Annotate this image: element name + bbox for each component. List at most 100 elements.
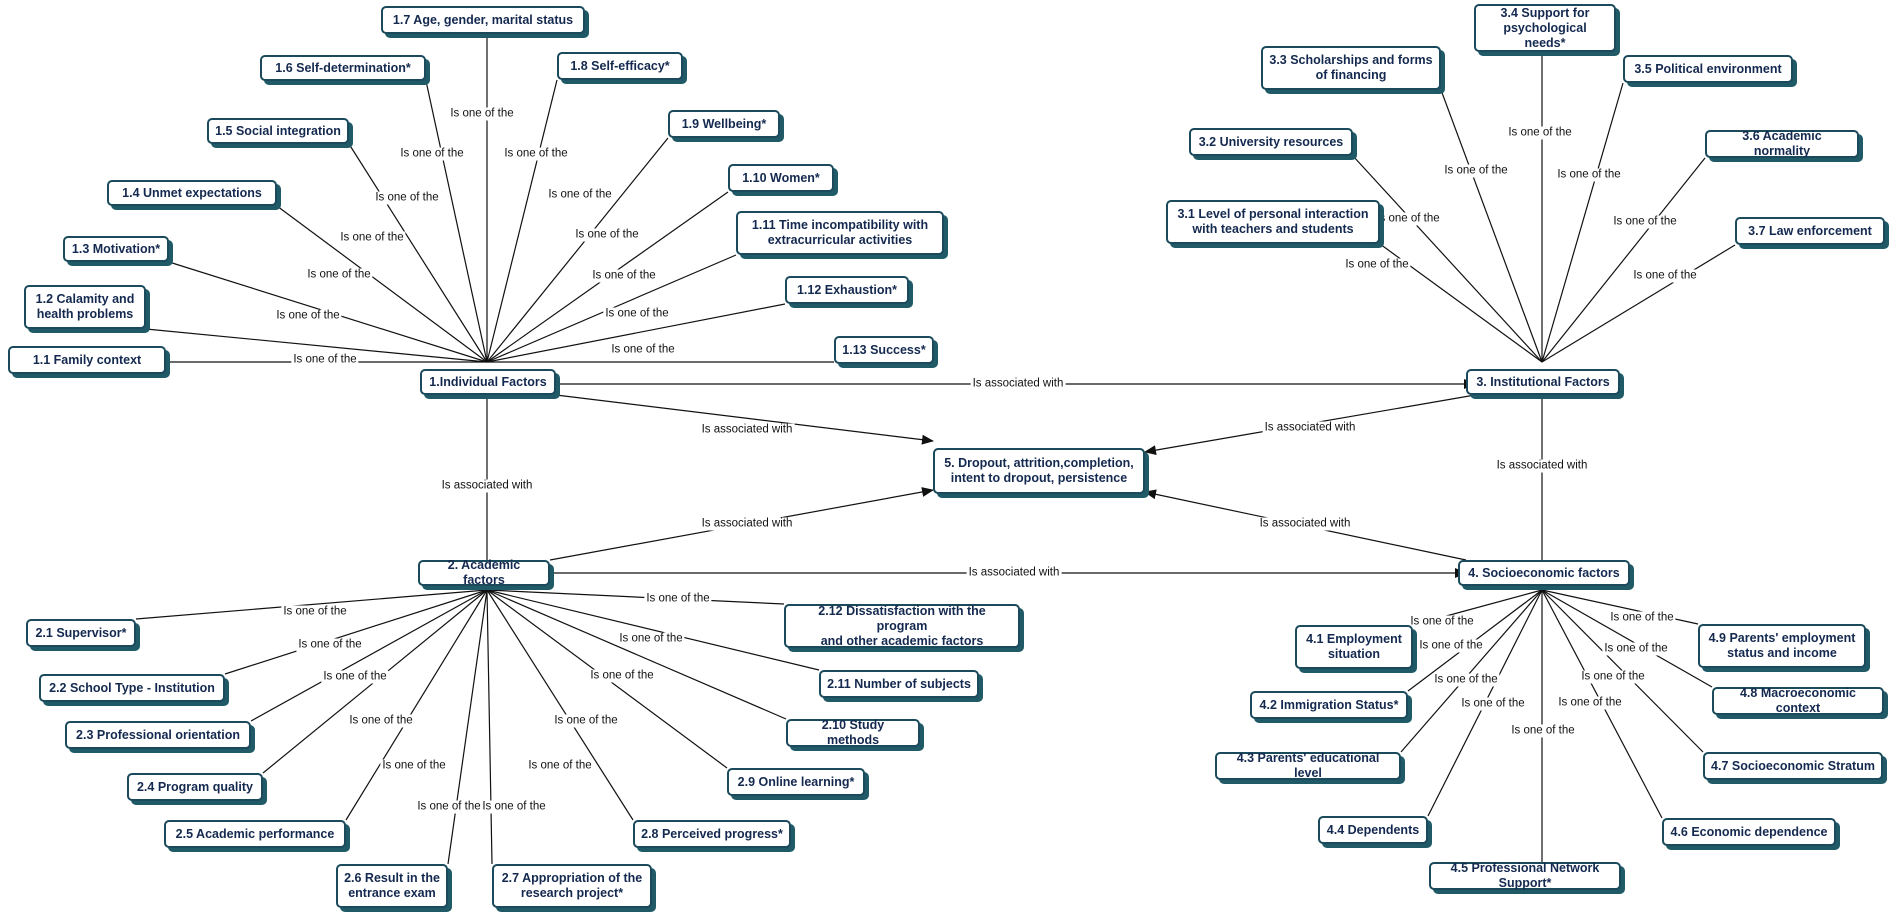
academic-edge-label-4: Is one of the xyxy=(347,714,415,728)
outcome-node[interactable]: 5. Dropout, attrition,completion, intent… xyxy=(933,448,1145,494)
individual-edge-label-6: Is one of the xyxy=(398,147,466,161)
socioeconomic-edge-label-2: Is one of the xyxy=(1417,639,1485,653)
institutional-edge-label-7: Is one of the xyxy=(1631,269,1699,283)
individual-item-7[interactable]: 1.7 Age, gender, marital status xyxy=(381,6,585,34)
academic-item-6[interactable]: 2.6 Result in the entrance exam xyxy=(336,864,448,908)
socioeconomic-item-6[interactable]: 4.6 Economic dependence xyxy=(1662,818,1836,846)
academic-factors-node[interactable]: 2. Academic factors xyxy=(418,558,550,587)
institutional-item-6[interactable]: 3.6 Academic normality xyxy=(1705,129,1859,158)
academic-to-outcome-label: Is associated with xyxy=(699,517,795,531)
academic-item-11[interactable]: 2.11 Number of subjects xyxy=(819,670,979,698)
socioeconomic-edge-label-6: Is one of the xyxy=(1556,696,1624,710)
institutional-item-5[interactable]: 3.5 Political environment xyxy=(1623,55,1793,83)
individual-edge-2 xyxy=(145,328,488,363)
individual-edge-label-10: Is one of the xyxy=(573,228,641,242)
academic-item-7[interactable]: 2.7 Appropriation of the research projec… xyxy=(492,864,652,908)
institutional-edge-label-5: Is one of the xyxy=(1555,168,1623,182)
individual-edge-label-4: Is one of the xyxy=(338,231,406,245)
socioeconomic-to-outcome-label: Is associated with xyxy=(1257,517,1353,531)
institutional-edge-label-6: Is one of the xyxy=(1611,215,1679,229)
socioeconomic-item-3[interactable]: 4.3 Parents' educational level xyxy=(1215,751,1401,780)
socioeconomic-edge-label-5: Is one of the xyxy=(1509,724,1577,738)
individual-item-11[interactable]: 1.11 Time incompatibility with extracurr… xyxy=(736,211,944,255)
academic-item-9[interactable]: 2.9 Online learning* xyxy=(727,768,865,796)
individual-item-10[interactable]: 1.10 Women* xyxy=(728,164,834,192)
individual-item-12[interactable]: 1.12 Exhaustion* xyxy=(785,276,909,304)
socioeconomic-item-4[interactable]: 4.4 Dependents xyxy=(1318,816,1428,844)
academic-edge-1 xyxy=(135,589,488,620)
academic-edge-label-9: Is one of the xyxy=(552,714,620,728)
individual-edge-8 xyxy=(486,79,558,363)
socioeconomic-edge-3 xyxy=(1400,589,1543,753)
individual-edge-9 xyxy=(486,137,669,363)
individual-item-9[interactable]: 1.9 Wellbeing* xyxy=(668,110,780,138)
institutional-item-3[interactable]: 3.3 Scholarships and forms of financing xyxy=(1261,46,1441,90)
academic-edge-label-8: Is one of the xyxy=(526,759,594,773)
individual-factors-node[interactable]: 1.Individual Factors xyxy=(420,369,556,395)
individual-item-2[interactable]: 1.2 Calamity and health problems xyxy=(24,285,146,329)
academic-item-10[interactable]: 2.10 Study methods xyxy=(786,718,920,747)
socioeconomic-edge-label-1: Is one of the xyxy=(1408,615,1476,629)
individual-item-4[interactable]: 1.4 Unmet expectations xyxy=(107,180,277,206)
socioeconomic-edge-label-4: Is one of the xyxy=(1459,697,1527,711)
academic-item-3[interactable]: 2.3 Professional orientation xyxy=(65,721,251,749)
academic-edge-5 xyxy=(345,589,488,821)
academic-edge-12 xyxy=(486,589,785,605)
individual-to-academic-label: Is associated with xyxy=(439,479,535,493)
individual-item-13[interactable]: 1.13 Success* xyxy=(834,336,934,364)
academic-edge-label-1: Is one of the xyxy=(281,605,349,619)
institutional-to-outcome-label: Is associated with xyxy=(1262,421,1358,435)
academic-edge-10 xyxy=(486,589,787,720)
individual-item-1[interactable]: 1.1 Family context xyxy=(8,346,166,374)
institutional-item-1[interactable]: 3.1 Level of personal interaction with t… xyxy=(1166,200,1380,244)
socioeconomic-edge-8 xyxy=(1541,589,1713,688)
academic-item-2[interactable]: 2.2 School Type - Institution xyxy=(39,674,225,702)
individual-to-outcome-edge xyxy=(555,394,934,445)
individual-edge-label-3: Is one of the xyxy=(305,268,373,282)
socioeconomic-item-5[interactable]: 4.5 Professional Network Support* xyxy=(1429,861,1621,890)
individual-item-5[interactable]: 1.5 Social integration xyxy=(207,118,349,144)
institutional-item-7[interactable]: 3.7 Law enforcement xyxy=(1735,217,1885,245)
individual-item-8[interactable]: 1.8 Self-efficacy* xyxy=(557,52,683,80)
socioeconomic-edge-label-8: Is one of the xyxy=(1602,642,1670,656)
socioeconomic-item-9[interactable]: 4.9 Parents' employment status and incom… xyxy=(1698,624,1866,668)
individual-edge-label-9: Is one of the xyxy=(546,188,614,202)
socioeconomic-item-2[interactable]: 4.2 Immigration Status* xyxy=(1250,691,1408,719)
institutional-edge-6 xyxy=(1541,157,1706,363)
academic-edge-label-2: Is one of the xyxy=(296,638,364,652)
individual-to-outcome-label: Is associated with xyxy=(699,423,795,437)
academic-item-5[interactable]: 2.5 Academic performance xyxy=(164,820,346,848)
academic-item-12[interactable]: 2.12 Dissatisfaction with the program an… xyxy=(784,604,1020,648)
institutional-factors-node[interactable]: 3. Institutional Factors xyxy=(1466,369,1620,395)
academic-item-8[interactable]: 2.8 Perceived progress* xyxy=(633,820,791,848)
institutional-edge-3 xyxy=(1440,89,1543,363)
socioeconomic-factors-node[interactable]: 4. Socioeconomic factors xyxy=(1458,560,1630,586)
individual-edge-12 xyxy=(486,303,786,363)
individual-edge-6 xyxy=(425,80,488,363)
institutional-edge-label-2: Is one of the xyxy=(1374,212,1442,226)
institutional-item-2[interactable]: 3.2 University resources xyxy=(1189,128,1353,156)
institutional-edge-label-4: Is one of the xyxy=(1506,126,1574,140)
individual-item-3[interactable]: 1.3 Motivation* xyxy=(63,236,169,262)
academic-edge-3 xyxy=(250,589,488,722)
academic-edge-label-12: Is one of the xyxy=(644,592,712,606)
institutional-item-4[interactable]: 3.4 Support for psychological needs* xyxy=(1474,4,1616,52)
socioeconomic-item-8[interactable]: 4.8 Macroeconomic context xyxy=(1712,686,1884,715)
individual-edge-label-11: Is one of the xyxy=(590,269,658,283)
socioeconomic-edge-label-7: Is one of the xyxy=(1579,670,1647,684)
individual-item-6[interactable]: 1.6 Self-determination* xyxy=(260,55,426,81)
institutional-edge-2 xyxy=(1352,155,1543,363)
individual-edge-label-7: Is one of the xyxy=(448,107,516,121)
academic-edge-11 xyxy=(486,589,820,671)
individual-edge-label-12: Is one of the xyxy=(603,307,671,321)
socioeconomic-item-1[interactable]: 4.1 Employment situation xyxy=(1295,625,1413,669)
socioeconomic-item-7[interactable]: 4.7 Socioeconomic Stratum xyxy=(1703,752,1883,780)
academic-item-4[interactable]: 2.4 Program quality xyxy=(127,773,263,801)
academic-edge-label-3: Is one of the xyxy=(321,670,389,684)
academic-to-socioeconomic-label: Is associated with xyxy=(966,566,1062,580)
institutional-edge-label-1: Is one of the xyxy=(1343,258,1411,272)
academic-item-1[interactable]: 2.1 Supervisor* xyxy=(26,619,136,647)
academic-edge-8 xyxy=(486,589,634,821)
